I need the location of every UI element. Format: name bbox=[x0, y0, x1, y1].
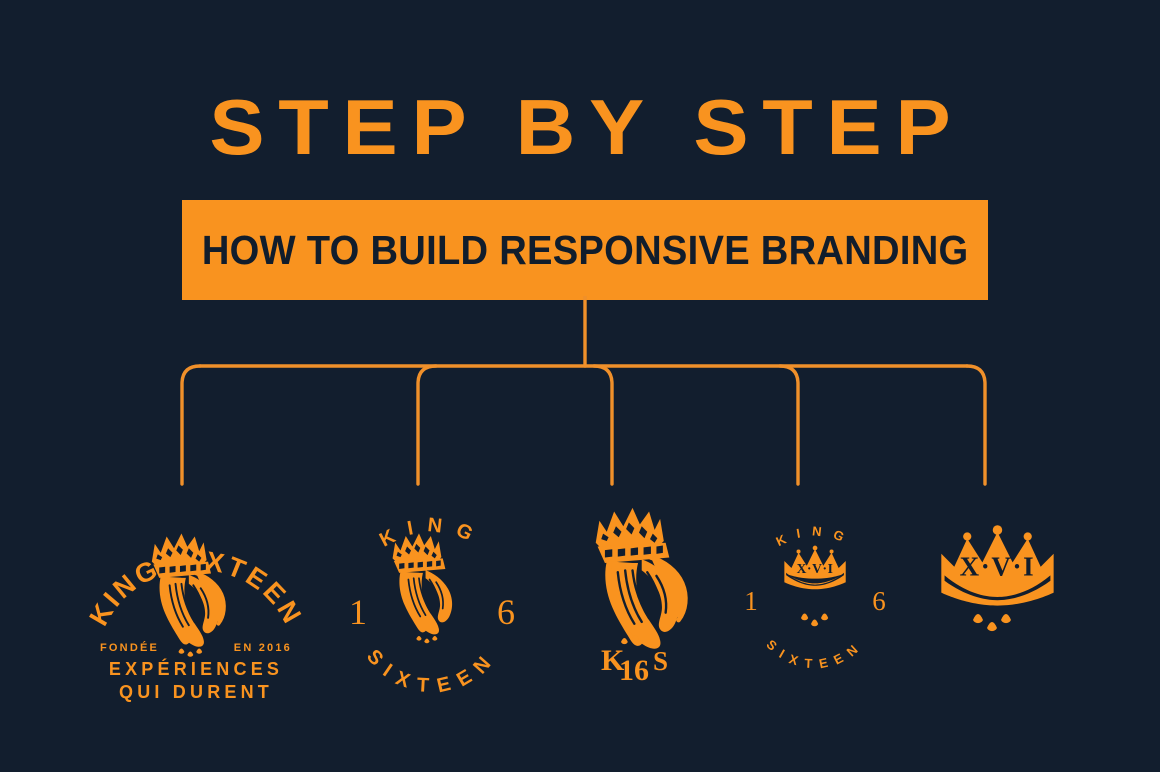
logo-crown-badge[interactable]: KING SIXTEEN 1 6 X·V·I bbox=[735, 514, 895, 682]
monogram-16: 16 bbox=[619, 654, 649, 687]
drops-icon bbox=[621, 635, 639, 645]
drops-icon bbox=[801, 613, 829, 627]
logo-monogram[interactable]: K 16 S bbox=[565, 502, 705, 692]
logo-circular[interactable]: KING SIXTEEN 1 6 bbox=[336, 506, 528, 702]
connector-drop-4 bbox=[778, 364, 800, 486]
connector-drop-1 bbox=[180, 364, 202, 486]
logo-primary-founded-left: FONDÉE bbox=[100, 641, 159, 654]
king-head-icon bbox=[391, 532, 454, 645]
logo-variations-row: KING SIXTEEN FONDÉE EN 2016 EXPÉRIENCES … bbox=[0, 500, 1160, 720]
crown-icon: X·V·I bbox=[784, 545, 846, 590]
connector-drop-2 bbox=[416, 364, 438, 486]
monogram-k: K bbox=[601, 644, 625, 677]
logo-crown-badge-arc-bottom: SIXTEEN bbox=[764, 637, 867, 672]
logo-circular-left-digit: 1 bbox=[349, 592, 367, 632]
drops-icon bbox=[973, 614, 1011, 632]
page-title: STEP BY STEP bbox=[209, 83, 965, 171]
connector-drop-5 bbox=[965, 364, 987, 486]
logo-primary[interactable]: KING SIXTEEN FONDÉE EN 2016 EXPÉRIENCES … bbox=[83, 510, 305, 706]
logo-primary-tagline-2: QUI DURENT bbox=[119, 682, 273, 702]
king-head-icon bbox=[596, 508, 686, 649]
connector-tree bbox=[180, 296, 987, 486]
crown-numerals: X·V·I bbox=[797, 561, 834, 576]
subtitle-banner: HOW TO BUILD RESPONSIVE BRANDING bbox=[182, 200, 988, 300]
logo-crown-badge-left-digit: 1 bbox=[744, 586, 758, 616]
crown-icon: X·V·I bbox=[941, 525, 1054, 606]
logo-crown-badge-arc-top: KING bbox=[773, 523, 856, 549]
connector-drop-3 bbox=[592, 364, 614, 486]
subtitle-text: HOW TO BUILD RESPONSIVE BRANDING bbox=[201, 226, 969, 273]
logo-crown-badge-right-digit: 6 bbox=[872, 586, 886, 616]
crown-numerals: X·V·I bbox=[960, 551, 1036, 581]
logo-circular-arc-bottom: SIXTEEN bbox=[362, 645, 502, 697]
logo-circular-right-digit: 6 bbox=[497, 592, 515, 632]
logo-primary-tagline-1: EXPÉRIENCES bbox=[109, 658, 283, 679]
logo-primary-founded-right: EN 2016 bbox=[234, 642, 292, 654]
logo-crown-icon[interactable]: X·V·I bbox=[925, 520, 1075, 650]
monogram-s: S bbox=[653, 646, 668, 676]
